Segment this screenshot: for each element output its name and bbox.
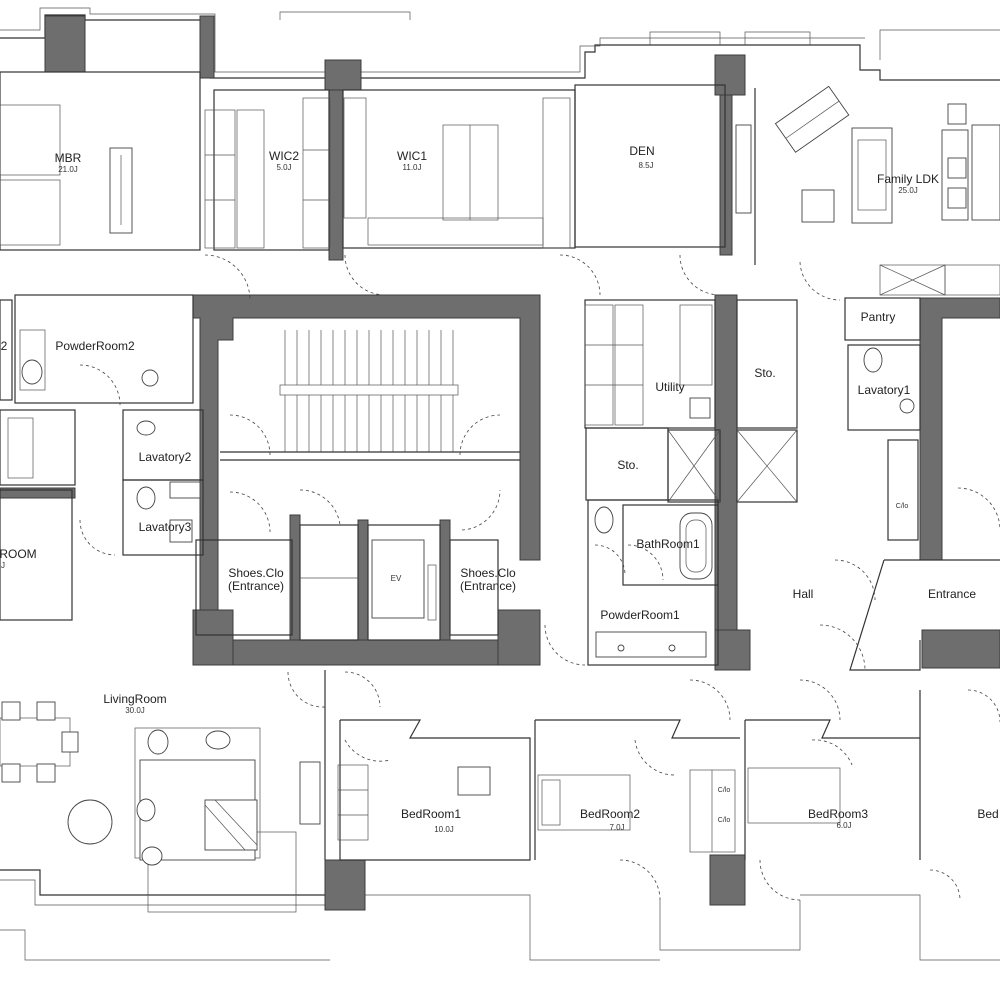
room-label-lavatory-2: Lavatory2 bbox=[138, 450, 192, 464]
room-area-wic2: 5.0J bbox=[276, 163, 292, 172]
room-label-entrance: Entrance bbox=[927, 587, 977, 601]
room-label-lavatory-3: Lavatory3 bbox=[138, 520, 192, 534]
interior-walls bbox=[0, 71, 1000, 866]
room-label-bedroom-1: BedRoom1 bbox=[400, 807, 462, 821]
room-label-pantry: Pantry bbox=[860, 310, 896, 324]
room-label-powder-room-1: PowderRoom1 bbox=[600, 608, 680, 622]
closet-tag-bedroom-2-a: C/lo bbox=[717, 787, 731, 794]
closet-tag-bedroom-2-b: C/lo bbox=[717, 817, 731, 824]
structural-walls bbox=[0, 15, 1000, 911]
room-label-storage-a: Sto. bbox=[754, 366, 776, 380]
room-label-family-ldk: Family LDK bbox=[876, 172, 940, 186]
room-area-family-ldk: 25.0J bbox=[898, 186, 918, 195]
room-label-bedroom-3: BedRoom3 bbox=[807, 807, 869, 821]
room-label-partial-powder: 2 bbox=[0, 339, 8, 353]
closet-tag-entrance: C/lo bbox=[895, 503, 909, 510]
room-area-partial-room: J bbox=[1, 561, 5, 570]
room-label-powder-room-2: PowderRoom2 bbox=[55, 339, 135, 353]
room-label-wic1: WIC1 bbox=[397, 149, 427, 163]
room-area-wic1: 11.0J bbox=[402, 163, 422, 172]
room-area-bedroom-3: 6.0J bbox=[836, 821, 852, 830]
room-label-bedroom-2: BedRoom2 bbox=[579, 807, 641, 821]
room-area-mbr: 21.0J bbox=[58, 165, 78, 174]
room-label-utility: Utility bbox=[655, 380, 685, 394]
room-label-den: DEN bbox=[629, 144, 655, 158]
room-area-living-room: 30.0J bbox=[125, 706, 145, 715]
room-label-bedroom-partial: Bed bbox=[977, 807, 999, 821]
door-swings bbox=[79, 254, 1000, 901]
room-area-den: 8.5J bbox=[638, 161, 654, 170]
room-label-lavatory-1: Lavatory1 bbox=[857, 383, 911, 397]
stair-treads bbox=[220, 330, 520, 461]
elevator-label: EV bbox=[390, 574, 402, 583]
room-label-hall: Hall bbox=[792, 587, 814, 601]
room-label-bathroom-1: BathRoom1 bbox=[636, 537, 700, 551]
room-label-shoes-closet-right: Shoes.Clo (Entrance) bbox=[459, 566, 517, 593]
room-label-partial-room: ROOM bbox=[0, 547, 37, 561]
room-label-mbr: MBR bbox=[54, 151, 82, 165]
room-area-bedroom-2: 7.0J bbox=[609, 823, 625, 832]
room-label-shoes-closet-left: Shoes.Clo (Entrance) bbox=[227, 566, 285, 593]
room-label-living-room: LivingRoom bbox=[103, 692, 167, 706]
room-label-wic2: WIC2 bbox=[269, 149, 299, 163]
room-area-bedroom-1: 10.0J bbox=[434, 825, 454, 834]
room-label-storage-b: Sto. bbox=[617, 458, 639, 472]
